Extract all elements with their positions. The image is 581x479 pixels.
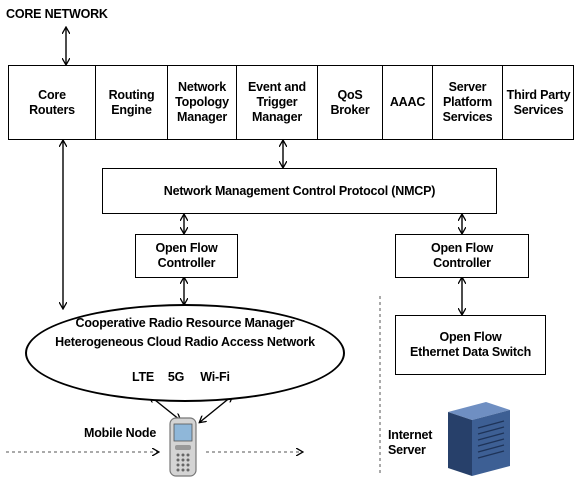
arrow-ran-mobile-right (200, 396, 232, 422)
bar-item-qos-broker: QoS Broker (330, 87, 370, 117)
bar-item-server-platform-services: Server Platform Services (442, 80, 493, 124)
ran-line-1: Cooperative Radio Resource Manager (75, 316, 295, 330)
tech-lte: LTE (131, 370, 155, 384)
core-network-label: CORE NETWORK (6, 7, 108, 21)
bar-item-network-topology-manager: Network Topology Manager (175, 80, 229, 124)
mobile-node-label: Mobile Node (84, 426, 157, 440)
bar-item-aaac: AAAC (389, 95, 426, 109)
openflow-ethernet-switch: Open Flow Ethernet Data Switch (395, 315, 546, 375)
nmcp-box: Network Management Control Protocol (NMC… (102, 168, 497, 214)
server-icon (448, 402, 510, 476)
tech-5g: 5G (167, 370, 185, 384)
tech-wifi: Wi-Fi (200, 370, 230, 384)
ran-ellipse (25, 304, 345, 402)
bar-item-routing-engine: Routing Engine (108, 87, 155, 117)
internet-server-label: Internet Server (388, 428, 433, 457)
bar-item-event-trigger-manager: Event and Trigger Manager (248, 80, 306, 124)
bar-item-core-routers: Core Routers (29, 87, 75, 117)
openflow-controller-right: Open Flow Controller (395, 234, 529, 278)
openflow-controller-left: Open Flow Controller (135, 234, 238, 278)
ran-line-2: Heterogeneous Cloud Radio Access Network (55, 335, 315, 349)
mobile-phone-icon (169, 417, 197, 477)
top-function-bar: Core Routers Routing Engine Network Topo… (8, 65, 574, 140)
bar-item-third-party-services: Third Party Services (506, 87, 571, 117)
